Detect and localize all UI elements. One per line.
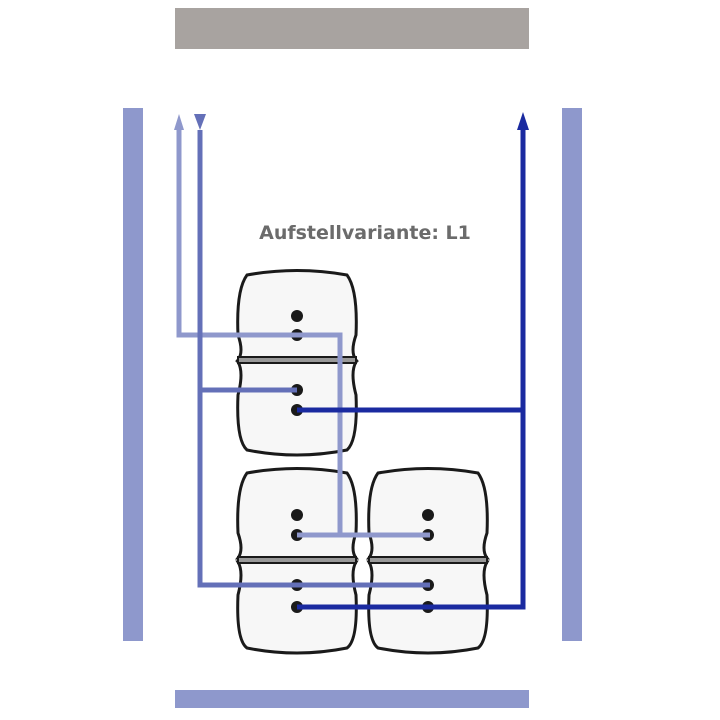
left-wall (123, 108, 143, 641)
arrow-up-dark-icon (517, 112, 529, 130)
tank-bottom-right (366, 467, 490, 655)
diagram-title: Aufstellvariante: L1 (259, 222, 471, 244)
right-wall (562, 108, 582, 641)
arrow-up-light-icon (174, 114, 184, 130)
arrow-down-medium-icon (194, 114, 206, 130)
ceiling-bar (175, 8, 529, 49)
tank-top-left (235, 269, 359, 457)
pipe-medium (197, 130, 430, 588)
pipe-dark (297, 128, 526, 610)
pipe-light (176, 130, 430, 538)
floor-bar (175, 690, 529, 708)
